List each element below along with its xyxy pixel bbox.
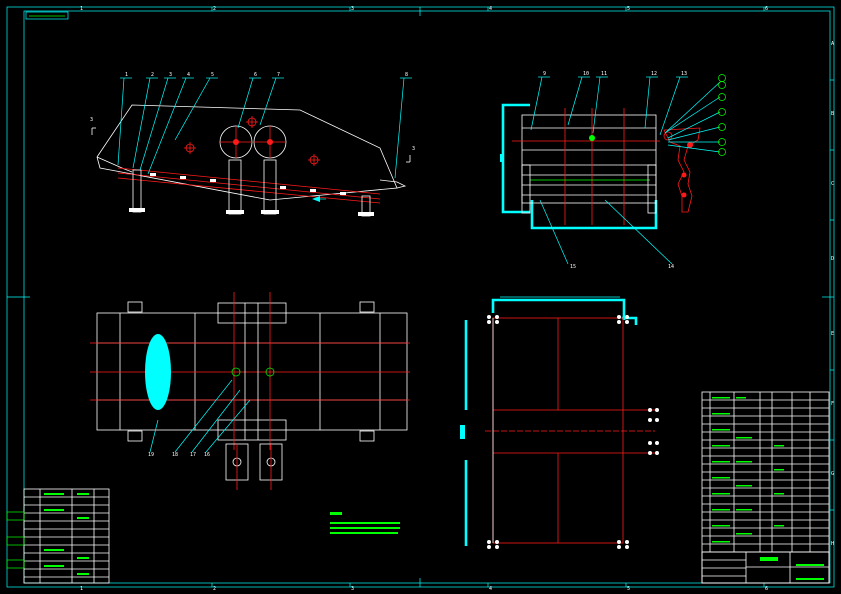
zone-labels-side: A B C D E F G H (831, 41, 834, 547)
callout-11: 11 (601, 71, 607, 77)
callout-5: 5 (211, 72, 214, 78)
callout-3: 3 (169, 72, 172, 78)
zone-1-bottom: 1 (80, 586, 83, 592)
exciter-wheel-left (219, 125, 253, 159)
zone-b: B (831, 111, 834, 117)
callout-1: 1 (125, 72, 128, 78)
callout-10: 10 (583, 71, 589, 77)
section-mark-left: 3 (90, 117, 93, 123)
side-elevation-view: 9 10 11 12 13 15 14 (500, 71, 726, 270)
drawing-border (6, 6, 835, 588)
center-marks (184, 116, 320, 166)
zone-a: A (831, 41, 834, 47)
zone-5-bottom: 5 (627, 586, 630, 592)
zone-2-bottom: 2 (213, 586, 216, 592)
callout-18: 18 (172, 452, 178, 458)
zone-5: 5 (627, 6, 630, 12)
callout-7: 7 (277, 72, 280, 78)
callout-16: 16 (204, 452, 210, 458)
zone-h: H (831, 541, 834, 547)
zone-e: E (831, 331, 834, 337)
callout-4: 4 (187, 72, 190, 78)
zone-4-bottom: 4 (489, 586, 492, 592)
drive-motors (225, 443, 283, 490)
motor-assembly-side (663, 127, 701, 213)
callout-17: 17 (190, 452, 196, 458)
zone-6: 6 (765, 6, 768, 12)
zone-labels-top: 1 2 3 4 5 6 1 2 3 4 5 6 (80, 6, 768, 592)
zone-d: D (831, 256, 834, 262)
base-frame-view (460, 296, 659, 549)
callout-8: 8 (405, 72, 408, 78)
plan-view: 19 18 17 16 (90, 292, 410, 490)
callout-9: 9 (543, 71, 546, 77)
balloon-stack (718, 74, 726, 156)
revision-table (6, 488, 110, 584)
zone-3-bottom: 3 (351, 586, 354, 592)
zone-2: 2 (213, 6, 216, 12)
bolt-holes (487, 315, 659, 549)
zone-4: 4 (489, 6, 492, 12)
zone-6-bottom: 6 (765, 586, 768, 592)
zone-f: F (831, 401, 834, 407)
support-legs (129, 159, 374, 217)
exciter-wheel-right (253, 125, 287, 159)
section-mark-right: 3 (412, 146, 415, 152)
callout-12: 12 (651, 71, 657, 77)
title-block (701, 391, 830, 584)
zone-c: C (831, 181, 834, 187)
drawing-number-stamp (25, 11, 69, 20)
zone-1: 1 (80, 6, 83, 12)
callout-19: 19 (148, 452, 154, 458)
callout-2: 2 (151, 72, 154, 78)
callout-6: 6 (254, 72, 257, 78)
callout-15: 15 (570, 264, 576, 270)
technical-notes (330, 512, 400, 534)
zone-3: 3 (351, 6, 354, 12)
callout-13: 13 (681, 71, 687, 77)
callout-14: 14 (668, 264, 674, 270)
front-elevation-view: 3 3 1 2 3 4 5 6 7 8 (90, 72, 415, 217)
zone-g: G (831, 471, 834, 477)
